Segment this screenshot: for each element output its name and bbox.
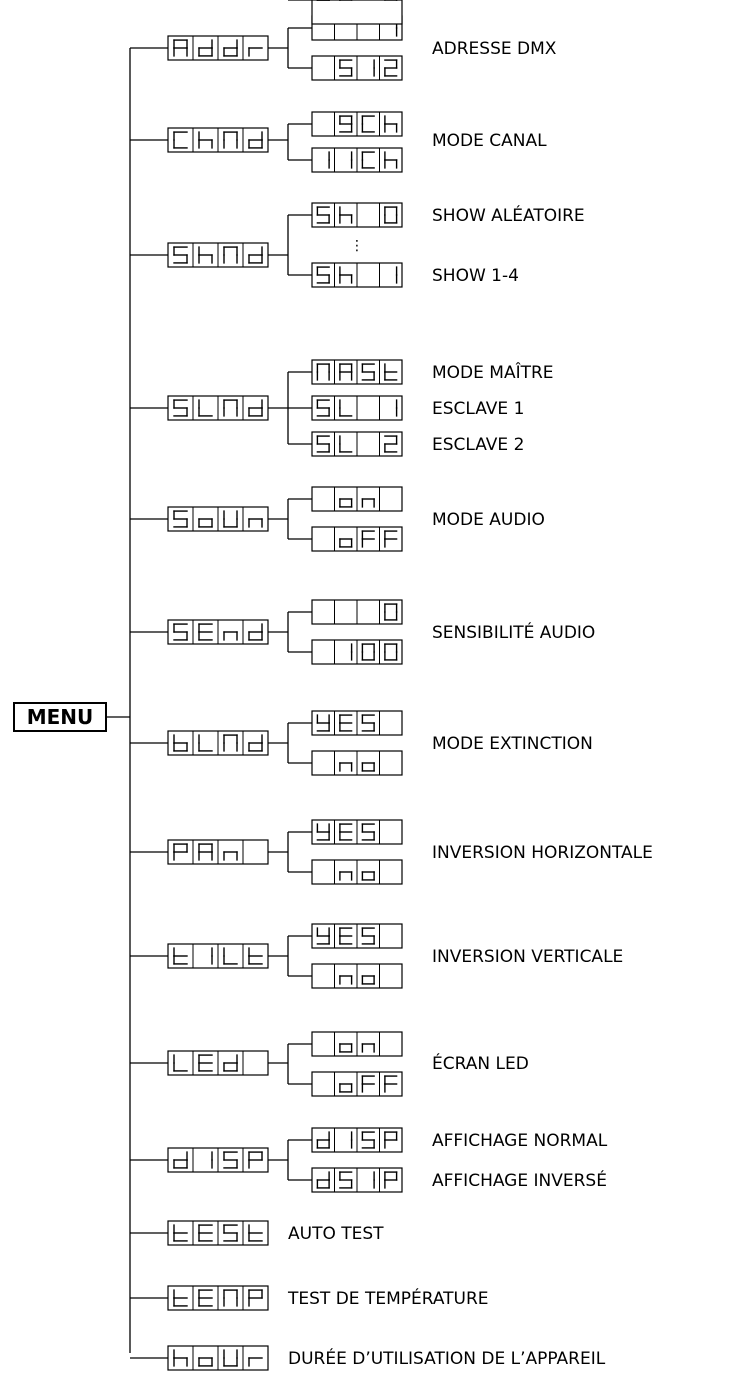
lcd-parent: SEnd bbox=[167, 619, 269, 645]
lcd-parent: SLNd bbox=[167, 395, 269, 421]
menu-entry-disp: dISP dISP dSIP AFFICHAGE NORMAL AFFICHAGE IN… bbox=[130, 1127, 608, 1193]
lcd-option: YES bbox=[311, 923, 403, 949]
lcd-parent: bLNd bbox=[167, 730, 269, 756]
menu-description: SHOW 1-4 bbox=[432, 266, 519, 286]
menu-entry-tilt: tILt YES no INVERSION VERTICALE bbox=[130, 923, 623, 989]
menu-description: ESCLAVE 1 bbox=[432, 399, 524, 419]
lcd-parent: dISP bbox=[167, 1147, 269, 1173]
menu-description: INVERSION VERTICALE bbox=[432, 947, 623, 967]
menu-description: ADRESSE DMX bbox=[432, 39, 557, 59]
lcd-option: no bbox=[311, 859, 403, 885]
menu-entry-chnd: ChNd 9Ch 11Ch MODE CANAL bbox=[130, 111, 547, 173]
menu-entry-hour: hoUr DURÉE D’UTILISATION DE L’APPAREIL bbox=[130, 1345, 606, 1371]
menu-entry-send: SEnd 0 100 SENSIBILITÉ AUDIO bbox=[130, 599, 595, 665]
lcd-parent: ChNd bbox=[167, 127, 269, 153]
lcd-option: SL 2 bbox=[311, 431, 403, 457]
lcd-option: 512 bbox=[311, 55, 403, 81]
menu-entry-test: tESt AUTO TEST bbox=[130, 1220, 384, 1246]
lcd-parent: SoUn bbox=[167, 506, 269, 532]
lcd-option: 100 bbox=[311, 639, 403, 665]
lcd-option: YES bbox=[311, 819, 403, 845]
lcd-option: dSIP bbox=[311, 1167, 403, 1193]
menu-entry-shnd: ShNd Sh 0 Sh 1 Sh 4 ⋮ SHOW ALÉATOIRE SHOW 1-4 bbox=[130, 0, 585, 288]
lcd-option: dISP bbox=[311, 1127, 403, 1153]
ellipsis-mark: ⋮ bbox=[350, 238, 364, 254]
menu-entry-slnd: SLNd NASt SL 1 SL 2 MODE MAÎTRE ESCLAVE 1 ESCL… bbox=[130, 359, 554, 457]
lcd-parent: tENP bbox=[167, 1285, 269, 1311]
lcd-frame bbox=[311, 0, 403, 25]
menu-description: TEST DE TEMPÉRATURE bbox=[287, 1287, 489, 1309]
lcd-option: oFF bbox=[311, 526, 403, 552]
lcd-parent: ShNd bbox=[167, 242, 269, 268]
menu-description: SHOW ALÉATOIRE bbox=[432, 204, 585, 226]
lcd-option: on bbox=[311, 1031, 403, 1057]
lcd-option: NASt bbox=[311, 359, 403, 385]
lcd-option: no bbox=[311, 963, 403, 989]
menu-description: ÉCRAN LED bbox=[432, 1052, 529, 1074]
lcd-option: Sh 1 bbox=[311, 262, 403, 288]
menu-description: AFFICHAGE INVERSÉ bbox=[432, 1169, 607, 1191]
lcd-parent: LEd bbox=[167, 1050, 269, 1076]
lcd-option: Sh 0 bbox=[311, 202, 403, 228]
menu-root: MENU bbox=[13, 702, 107, 732]
lcd-parent: tILt bbox=[167, 943, 269, 969]
lcd-parent: PAn bbox=[167, 839, 269, 865]
lcd-option: 11Ch bbox=[311, 147, 403, 173]
lcd-option: YES bbox=[311, 710, 403, 736]
menu-description: DURÉE D’UTILISATION DE L’APPAREIL bbox=[288, 1347, 606, 1369]
menu-description: MODE CANAL bbox=[432, 131, 547, 151]
menu-description: AUTO TEST bbox=[288, 1224, 384, 1244]
menu-entry-pan: PAn YES no INVERSION HORIZONTALE bbox=[130, 819, 653, 885]
menu-description: AFFICHAGE NORMAL bbox=[432, 1131, 608, 1151]
lcd-option: SL 1 bbox=[311, 395, 403, 421]
menu-entry-led: LEd on oFF ÉCRAN LED bbox=[130, 1031, 529, 1097]
lcd-option: no bbox=[311, 750, 403, 776]
lcd-option: 0 bbox=[311, 599, 403, 625]
lcd-option: on bbox=[311, 486, 403, 512]
menu-description: MODE EXTINCTION bbox=[432, 734, 593, 754]
menu-entry-blnd: bLNd YES no MODE EXTINCTION bbox=[130, 710, 593, 776]
lcd-parent: tESt bbox=[167, 1220, 269, 1246]
lcd-option: oFF bbox=[311, 1071, 403, 1097]
menu-description: MODE AUDIO bbox=[432, 510, 545, 530]
menu-entry-tenp: tENP TEST DE TEMPÉRATURE bbox=[130, 1285, 489, 1311]
menu-description: SENSIBILITÉ AUDIO bbox=[432, 621, 595, 643]
menu-entry-addr: Addr 1 512ADRESSE DMX bbox=[130, 15, 557, 81]
lcd-option: 9Ch bbox=[311, 111, 403, 137]
lcd-parent: hoUr bbox=[167, 1345, 269, 1371]
menu-description: INVERSION HORIZONTALE bbox=[432, 843, 653, 863]
menu-entry-soun: SoUn on oFF MODE AUDIO bbox=[130, 486, 545, 552]
menu-description: MODE MAÎTRE bbox=[432, 361, 554, 383]
lcd-option: Sh 4 bbox=[311, 0, 403, 25]
menu-root-label: MENU bbox=[27, 705, 94, 729]
menu-description: ESCLAVE 2 bbox=[432, 435, 524, 455]
lcd-parent: Addr bbox=[167, 35, 269, 61]
